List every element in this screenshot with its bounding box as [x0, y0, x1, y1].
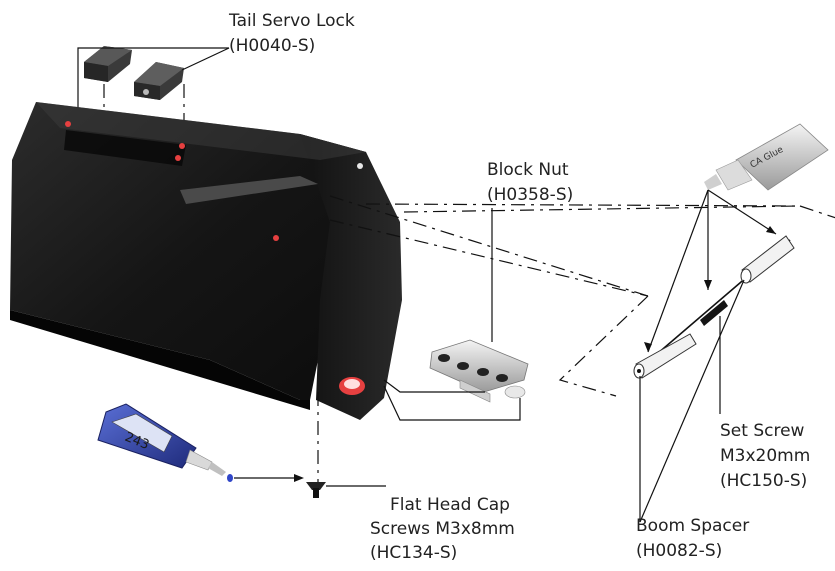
tail-servo-lock-part-number: (H0040-S)	[229, 36, 315, 56]
set-screw-title: Set Screw	[720, 421, 805, 441]
flat-head-cap-screw	[306, 482, 386, 498]
tail-case-housing	[10, 102, 402, 420]
block-nut-part-number: (H0358-S)	[487, 185, 573, 205]
tail-servo-lock-left	[84, 46, 132, 82]
flat-head-cap-screws-size: Screws M3x8mm	[370, 519, 515, 539]
boom-spacer-title: Boom Spacer	[636, 516, 749, 536]
boom-spacer-leaders	[639, 279, 745, 523]
threadlocker-arrow	[234, 474, 304, 482]
set-screw-part-number: (HC150-S)	[720, 471, 807, 491]
flat-head-cap-screws-title: Flat Head Cap	[390, 495, 510, 515]
threadlocker-bottle: 243	[97, 403, 233, 482]
block-nut	[429, 339, 529, 403]
block-nut-leaders	[383, 208, 521, 421]
tail-servo-lock-title: Tail Servo Lock	[228, 11, 355, 31]
ca-glue-arrows	[644, 189, 777, 353]
flat-head-cap-screws-part-number: (HC134-S)	[370, 543, 457, 563]
set-screw-size: M3x20mm	[720, 446, 810, 466]
tail-servo-lock-right	[134, 62, 184, 100]
boom-assembly	[633, 235, 795, 379]
ca-glue-bottle: CA Glue	[704, 123, 829, 191]
block-nut-title: Block Nut	[487, 160, 569, 180]
boom-spacer-part-number: (H0082-S)	[636, 541, 722, 561]
